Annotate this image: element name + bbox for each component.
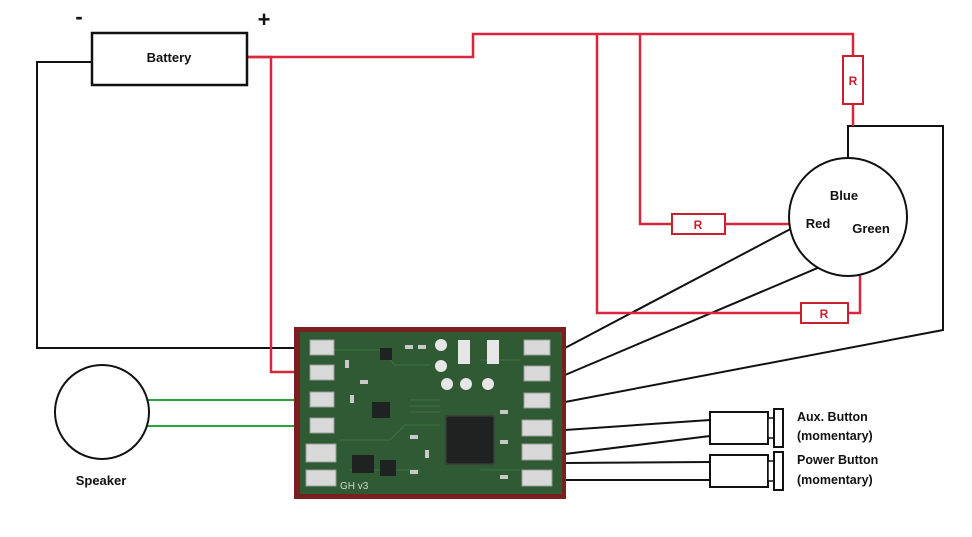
battery-label: Battery	[147, 50, 193, 65]
red-resistor-feed	[638, 34, 672, 226]
rgb-led-circle	[788, 157, 908, 277]
resistor-middle-body	[671, 213, 726, 235]
main-chip	[445, 415, 495, 465]
positive-rail-wire	[247, 32, 855, 59]
board-passives	[345, 345, 508, 479]
small-chip-3	[380, 460, 396, 476]
resistor-top: R	[842, 55, 864, 105]
small-chip-2	[352, 455, 374, 473]
board-left-pads	[305, 339, 337, 487]
aux-button-wire-1	[564, 419, 711, 431]
led-green-label: Green	[852, 221, 890, 236]
led-wire-gap	[840, 170, 862, 176]
speaker-label: Speaker	[76, 473, 127, 488]
aux-button: Aux. Button (momentary)	[709, 408, 873, 448]
rgb-led: Blue Red Green	[788, 157, 908, 277]
resistor-bottom-body	[800, 302, 849, 324]
power-button-label: Power Button	[797, 453, 878, 467]
resistor-bottom: R	[800, 302, 849, 324]
power-button-wire-1	[564, 461, 711, 464]
battery-plus-sign: +	[258, 7, 271, 32]
aux-button-body	[709, 411, 769, 445]
battery: Battery - +	[75, 4, 271, 87]
red-led-wire	[564, 223, 801, 349]
resistor-middle: R	[671, 213, 726, 235]
power-button-sublabel: (momentary)	[797, 473, 873, 487]
battery-minus-sign: -	[75, 4, 82, 29]
power-button-cap	[773, 451, 784, 491]
board-pcb	[300, 332, 562, 494]
board-round-pads	[435, 339, 494, 390]
led-red-label: Red	[806, 216, 831, 231]
aux-button-sublabel: (momentary)	[797, 429, 873, 443]
speaker-circle	[54, 364, 150, 460]
small-chip-4	[380, 348, 392, 360]
led-blue-label: Blue	[830, 188, 858, 203]
board-right-pads	[521, 339, 553, 487]
blue-led-wire	[564, 125, 944, 403]
sound-board: GH v3	[294, 327, 566, 499]
aux-button-cap	[773, 408, 784, 448]
battery-body	[90, 31, 249, 87]
board-silkscreen: GH v3	[340, 481, 369, 492]
battery-positive-wire	[247, 55, 318, 374]
green-resistor-feed	[595, 34, 801, 315]
aux-button-wire-2	[564, 435, 711, 455]
battery-negative-wire	[36, 61, 318, 349]
board-smd-pads	[458, 340, 499, 364]
resistor-top-label: R	[849, 74, 858, 88]
speaker: Speaker	[54, 364, 150, 488]
small-chip-1	[372, 402, 390, 418]
resistor-middle-label: R	[694, 218, 703, 232]
aux-button-label: Aux. Button	[797, 410, 868, 424]
power-button-body	[709, 454, 769, 488]
power-button: Power Button (momentary)	[709, 451, 878, 491]
resistor-top-body	[842, 55, 864, 105]
resistor-bottom-label: R	[820, 307, 829, 321]
